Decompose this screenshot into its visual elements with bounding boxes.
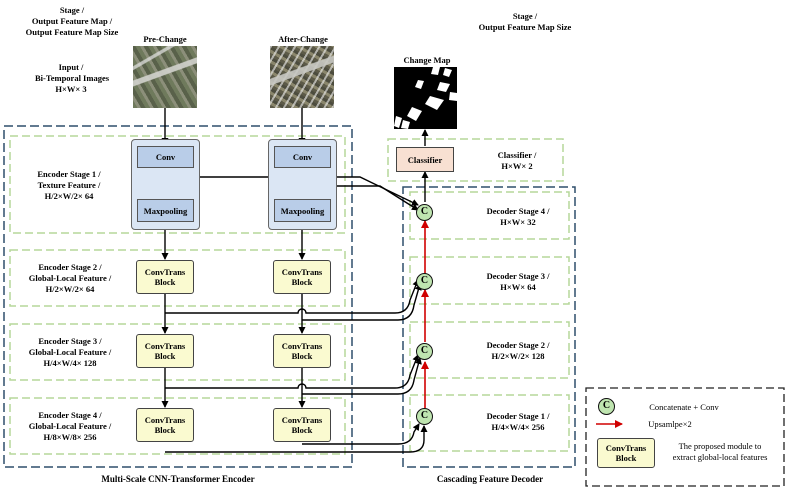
encoder-stage-1-label-1: Encoder Stage 1 / [37,169,101,179]
ctb-label-1: ConvTrans [144,267,186,277]
decoder-stage-1-label-2: H/4×W/4× 256 [491,422,545,432]
encoder-frame [3,125,353,468]
encoder-stage-2-label-1: Encoder Stage 2 / [38,262,102,272]
legend-module-desc-1: The proposed module to [678,441,762,451]
input-label-line-1: Input / [58,62,84,72]
after-conv-block: Conv [274,146,331,168]
pre-convtrans-block-stage-3: ConvTrans Block [136,334,194,368]
left-header-line-3: Output Feature Map Size [25,27,119,37]
ctb-label-1: ConvTrans [281,415,323,425]
ctb-label-2: Block [291,351,313,361]
encoder-stage-3-label-2: Global-Local Feature / [28,347,112,357]
left-header-line-1: Stage / [59,5,85,15]
ctb-label-1: ConvTrans [144,341,186,351]
decoder-caption: Cascading Feature Decoder [436,474,544,484]
decoder-stage-4-label-2: H×W× 32 [500,217,536,227]
encoder-caption: Multi-Scale CNN-Transformer Encoder [101,474,255,484]
decoder-stage-2-row [409,321,570,379]
decoder-stage-2-label-2: H/2×W/2× 128 [491,351,545,361]
ctb-label-1: ConvTrans [281,341,323,351]
decoder-stage-2-label-1: Decoder Stage 2 / [486,340,550,350]
encoder-stage-2-row [9,249,346,307]
change-map-label: Change Map [403,55,451,65]
encoder-stage-4-row [9,397,346,455]
after-maxpooling-block: Maxpooling [274,199,331,222]
input-label-line-3: H×W× 3 [55,84,87,94]
legend-module-desc-2: extract global-local features [672,452,768,462]
encoder-stage-4-label-1: Encoder Stage 4 / [38,410,102,420]
legend-concat-label: Concatenate + Conv [649,402,719,412]
concat-conv-node-stage-3: C [416,273,433,290]
ctb-label-2: Block [291,425,313,435]
left-header-line-2: Output Feature Map / [31,16,113,26]
decoder-stage-1-label-1: Decoder Stage 1 / [486,411,550,421]
concat-conv-node-stage-1: C [416,408,433,425]
ctb-label-2: Block [615,453,637,463]
right-header-line-1: Stage / [512,11,538,21]
pre-convtrans-block-stage-4: ConvTrans Block [136,408,194,442]
decoder-stage-3-label-2: H×W× 64 [500,282,536,292]
legend-upsample-label: Upsamlpe×2 [648,419,692,429]
ctb-label-2: Block [154,425,176,435]
classifier-stage-label-1: Classifier / [497,150,537,160]
after-convtrans-block-stage-4: ConvTrans Block [273,408,331,442]
pre-maxpooling-block: Maxpooling [137,199,194,222]
encoder-stage-1-label-3: H/2×W/2× 64 [44,191,94,201]
legend-concat-icon: C [598,398,615,415]
after-convtrans-block-stage-3: ConvTrans Block [273,334,331,368]
decoder-stage-3b-row [409,394,570,452]
encoder-stage-3-label-3: H/4×W/4× 128 [43,358,97,368]
pre-change-label: Pre-Change [143,34,187,44]
concat-conv-node-stage-2: C [416,343,433,360]
encoder-stage-4-label-2: Global-Local Feature / [28,421,112,431]
concat-conv-node-stage-4: C [416,204,433,221]
ctb-label-2: Block [154,351,176,361]
pre-conv-block: Conv [137,146,194,168]
ctb-label-1: ConvTrans [144,415,186,425]
ctb-label-1: ConvTrans [605,443,647,453]
ctb-label-2: Block [154,277,176,287]
pre-change-image [133,46,197,108]
right-header-line-2: Output Feature Map Size [478,22,572,32]
after-convtrans-block-stage-2: ConvTrans Block [273,260,331,294]
encoder-stage-4-label-3: H/8×W/8× 256 [43,432,97,442]
pre-convtrans-block-stage-2: ConvTrans Block [136,260,194,294]
encoder-stage-2-label-3: H/2×W/2× 64 [45,284,95,294]
classifier-block: Classifier [396,147,454,172]
encoder-stage-3-label-1: Encoder Stage 3 / [38,336,102,346]
decoder-stage-4-row [409,191,570,240]
after-change-image [270,46,334,108]
legend-frame [585,387,785,487]
decoder-stage-4-label-1: Decoder Stage 4 / [486,206,550,216]
ctb-label-2: Block [291,277,313,287]
classifier-row [387,138,564,182]
after-change-label: After-Change [278,34,328,44]
encoder-stage-2-label-2: Global-Local Feature / [28,273,112,283]
classifier-stage-label-2: H×W× 2 [501,161,533,171]
decoder-stage-3-label-1: Decoder Stage 3 / [486,271,550,281]
legend-convtrans-block: ConvTrans Block [597,438,655,468]
input-label-line-2: Bi-Temporal Images [34,73,110,83]
ctb-label-1: ConvTrans [281,267,323,277]
encoder-stage-1-label-2: Texture Feature / [37,180,101,190]
encoder-stage-3-row [9,323,346,381]
decoder-stage-3-row [409,256,570,305]
decoder-frame [402,186,576,468]
